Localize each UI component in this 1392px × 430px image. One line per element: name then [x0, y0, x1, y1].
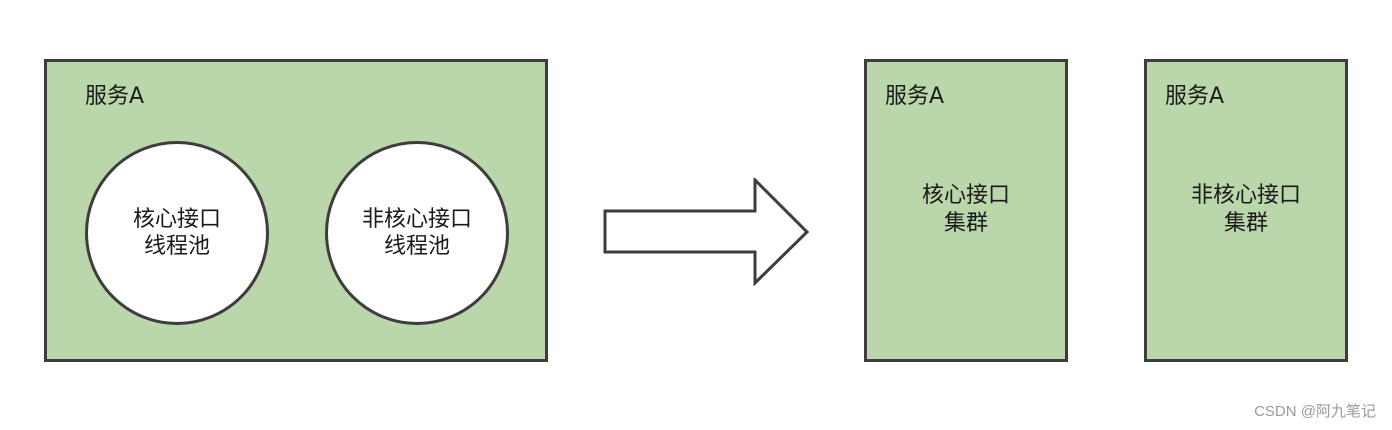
core-cluster-service-title: 服务A [885, 84, 945, 109]
non-core-thread-pool-label: 非核心接口 线程池 [361, 207, 472, 259]
non-core-cluster-service-title: 服务A [1165, 84, 1225, 109]
watermark-text: CSDN @阿九笔记 [1254, 403, 1376, 420]
non-core-cluster-label: 非核心接口 集群 [1190, 183, 1301, 236]
core-thread-pool-circle: 核心接口 线程池 [85, 141, 269, 325]
core-cluster-box: 服务A 核心接口 集群 [864, 59, 1068, 362]
core-cluster-label: 核心接口 集群 [921, 183, 1010, 236]
service-a-title: 服务A [85, 84, 145, 109]
service-a-box: 服务A 核心接口 线程池 非核心接口 线程池 [44, 59, 548, 362]
core-thread-pool-label: 核心接口 线程池 [132, 207, 221, 259]
non-core-thread-pool-circle: 非核心接口 线程池 [325, 141, 509, 325]
right-arrow-icon [603, 178, 810, 286]
non-core-cluster-box: 服务A 非核心接口 集群 [1144, 59, 1348, 362]
